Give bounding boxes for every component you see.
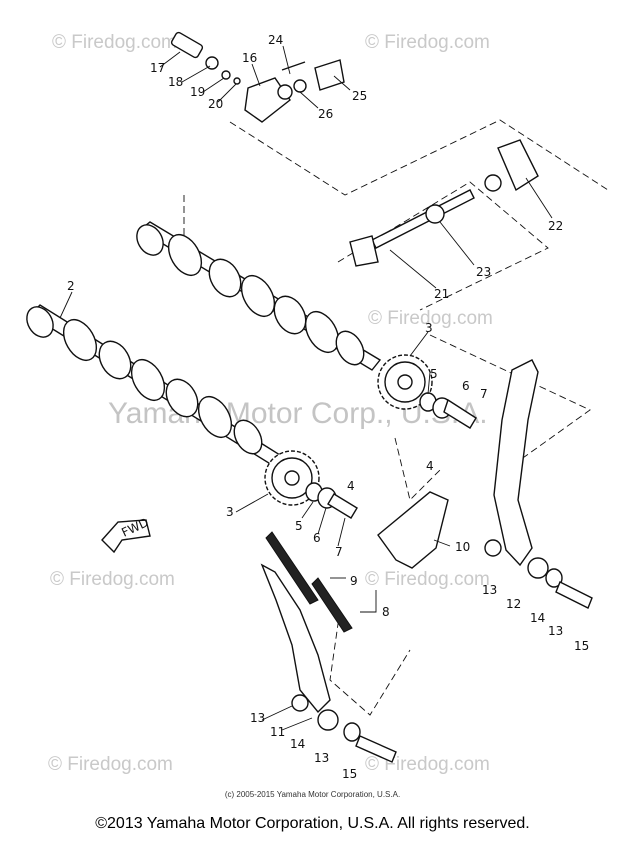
part-label: 13	[482, 583, 497, 597]
part-label: 11	[270, 725, 285, 739]
part-label: 15	[574, 639, 589, 653]
part-label: 8	[382, 605, 390, 619]
part-label: 23	[476, 265, 491, 279]
watermark: © Firedog.com	[365, 569, 490, 590]
watermark: © Firedog.com	[368, 308, 493, 329]
camshaft-upper	[136, 221, 382, 371]
fwd-arrow: FWD	[101, 515, 151, 554]
leader-lines	[59, 45, 553, 731]
part-label: 9	[350, 574, 358, 588]
small-copyright: (c) 2005-2015 Yamaha Motor Corporation, …	[224, 790, 401, 799]
tensioner-arm-right	[484, 359, 593, 609]
watermark: © Firedog.com	[365, 32, 490, 53]
watermark: © Firedog.com	[48, 754, 173, 775]
part-number-labels: 17 18 19 20 16 24 25 26 22 23 21 2 3 5 6…	[67, 33, 589, 781]
part-label: 4	[347, 479, 355, 493]
parts-diagram: © Firedog.com © Firedog.com © Firedog.co…	[26, 31, 609, 781]
part-label: 13	[548, 624, 563, 638]
part-label: 14	[530, 611, 545, 625]
part-label: 25	[352, 89, 367, 103]
part-label: 16	[242, 51, 257, 65]
part-label: 7	[480, 387, 488, 401]
part-label: 22	[548, 219, 563, 233]
part-label: 13	[250, 711, 265, 725]
watermark: © Firedog.com	[365, 754, 490, 775]
sprocket-lower	[264, 450, 358, 519]
chain-guide	[377, 491, 449, 569]
camshaft-lower	[26, 304, 282, 466]
tensioner-rod	[349, 139, 539, 267]
part-label: 21	[434, 287, 449, 301]
part-label: 13	[314, 751, 329, 765]
part-label: 18	[168, 75, 183, 89]
part-label: 26	[318, 107, 333, 121]
part-label: 4	[426, 459, 434, 473]
part-label: 17	[150, 61, 165, 75]
part-label: 3	[226, 505, 234, 519]
part-label: 19	[190, 85, 205, 99]
part-label: 6	[462, 379, 470, 393]
tensioner-top	[170, 31, 345, 123]
dashed-lines	[183, 119, 609, 716]
cam-chain	[265, 531, 353, 633]
part-label: 5	[430, 367, 438, 381]
part-label: 3	[425, 321, 433, 335]
part-label: 10	[455, 540, 470, 554]
part-label: 14	[290, 737, 305, 751]
part-label: 24	[268, 33, 283, 47]
part-label: 15	[342, 767, 357, 781]
sprocket-upper	[377, 354, 477, 429]
copyright-notice: ©2013 Yamaha Motor Corporation, U.S.A. A…	[95, 815, 530, 832]
part-label: 7	[335, 545, 343, 559]
watermark: © Firedog.com	[50, 569, 175, 590]
chain-guide-left	[260, 563, 397, 763]
part-label: 6	[313, 531, 321, 545]
part-label: 12	[506, 597, 521, 611]
watermark: © Firedog.com	[52, 32, 177, 53]
part-label: 5	[295, 519, 303, 533]
part-label: 2	[67, 279, 75, 293]
part-label: 20	[208, 97, 223, 111]
